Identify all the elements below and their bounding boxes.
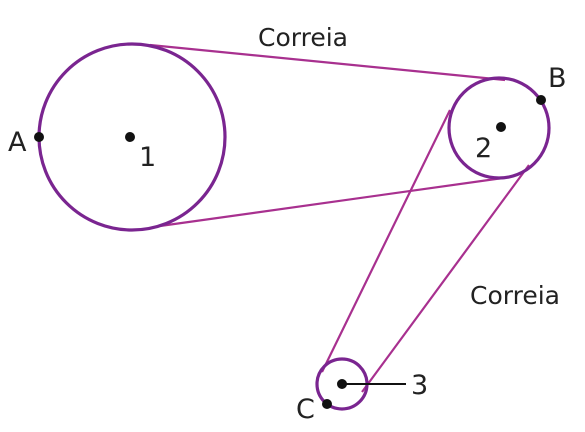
belt-label-top: Correia [258,23,348,52]
pulley-2 [447,76,551,180]
belt-label-right: Correia [470,281,560,310]
pulley-2-label: 2 [475,133,492,164]
pulley-1-center [125,132,135,142]
point-c-marker [322,399,332,409]
point-c-label: C [296,394,315,425]
belt-lower-segment [159,176,504,228]
point-b-label: B [548,63,567,94]
belt-upper-segment [149,43,506,82]
pulley-3-label: 3 [411,370,428,401]
pulley-2-center [496,122,506,132]
belt-cross-segment-a [321,109,451,373]
point-a-marker [34,132,44,142]
point-b-marker [536,95,546,105]
belt-cross-segment-b [361,164,530,393]
point-a-label: A [8,127,27,158]
pulley-1-label: 1 [139,142,156,173]
